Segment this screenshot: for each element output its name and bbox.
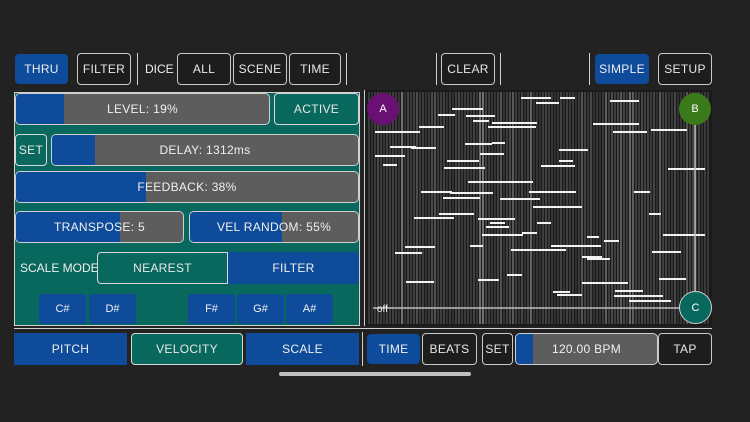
top-separator xyxy=(137,53,138,85)
key-f-sharp[interactable]: F# xyxy=(188,294,235,324)
key-c-sharp[interactable]: C# xyxy=(39,294,86,324)
pad-node-a[interactable]: A xyxy=(367,93,399,125)
key-a-sharp[interactable]: A# xyxy=(286,294,333,324)
delay-set-button[interactable]: SET xyxy=(15,134,47,166)
effect-panel xyxy=(14,92,360,326)
scale-filter-button[interactable]: FILTER xyxy=(228,252,359,284)
top-separator xyxy=(589,53,590,85)
dice-scene-button[interactable]: SCENE xyxy=(233,53,287,85)
key-g-sharp[interactable]: G# xyxy=(237,294,284,324)
pad-off-label: off xyxy=(377,303,388,315)
pad-node-c[interactable]: C xyxy=(679,291,712,324)
bpm-slider[interactable]: 120.00 BPM xyxy=(515,333,658,365)
delay-slider-label: DELAY: 1312ms xyxy=(159,143,251,157)
level-slider-fill xyxy=(16,94,65,124)
velocity-button[interactable]: VELOCITY xyxy=(131,333,243,365)
delay-slider-fill xyxy=(52,135,95,165)
thru-button[interactable]: THRU xyxy=(15,54,68,84)
vel-random-slider[interactable]: VEL RANDOM: 55% xyxy=(189,211,359,243)
delay-slider[interactable]: DELAY: 1312ms xyxy=(51,134,359,166)
bottom-divider xyxy=(14,328,712,329)
note-visualizer xyxy=(368,92,709,324)
bpm-slider-label: 120.00 BPM xyxy=(551,342,622,356)
filter-toggle-button[interactable]: FILTER xyxy=(77,53,131,85)
level-slider-label: LEVEL: 19% xyxy=(106,102,179,116)
vel-random-slider-label: VEL RANDOM: 55% xyxy=(216,220,332,234)
bpm-slider-fill xyxy=(516,334,533,364)
nearest-button[interactable]: NEAREST xyxy=(97,252,228,284)
transpose-slider-label: TRANSPOSE: 5 xyxy=(54,220,145,234)
top-separator xyxy=(436,53,437,85)
xy-pad[interactable]: off xyxy=(364,90,712,326)
dice-all-button[interactable]: ALL xyxy=(177,53,231,85)
transpose-slider[interactable]: TRANSPOSE: 5 xyxy=(15,211,184,243)
pad-note-lines xyxy=(375,97,705,302)
level-slider[interactable]: LEVEL: 19% xyxy=(15,93,270,125)
transpose-slider-fill xyxy=(16,212,120,242)
top-separator xyxy=(500,53,501,85)
vel-random-slider-fill xyxy=(190,212,283,242)
tap-tempo-button[interactable]: TAP xyxy=(658,333,712,365)
setup-button[interactable]: SETUP xyxy=(658,53,712,85)
feedback-slider-label: FEEDBACK: 38% xyxy=(137,180,237,194)
scale-mode-label: SCALE MODE xyxy=(20,261,99,275)
feedback-slider-fill xyxy=(16,172,146,202)
active-button[interactable]: ACTIVE xyxy=(274,93,359,125)
simple-button[interactable]: SIMPLE xyxy=(595,54,649,84)
dice-label: DICE xyxy=(145,62,174,76)
key-d-sharp[interactable]: D# xyxy=(89,294,136,324)
home-indicator xyxy=(279,372,471,376)
beats-mode-button[interactable]: BEATS xyxy=(422,333,477,365)
clear-button[interactable]: CLEAR xyxy=(441,53,495,85)
pitch-button[interactable]: PITCH xyxy=(14,333,127,365)
pad-node-b[interactable]: B xyxy=(679,93,711,125)
bpm-set-button[interactable]: SET xyxy=(482,333,513,365)
top-separator xyxy=(346,53,347,85)
scale-button[interactable]: SCALE xyxy=(246,333,359,365)
feedback-slider[interactable]: FEEDBACK: 38% xyxy=(15,171,359,203)
dice-time-button[interactable]: TIME xyxy=(289,53,341,85)
bottom-separator xyxy=(362,332,363,366)
time-mode-button[interactable]: TIME xyxy=(367,334,420,364)
